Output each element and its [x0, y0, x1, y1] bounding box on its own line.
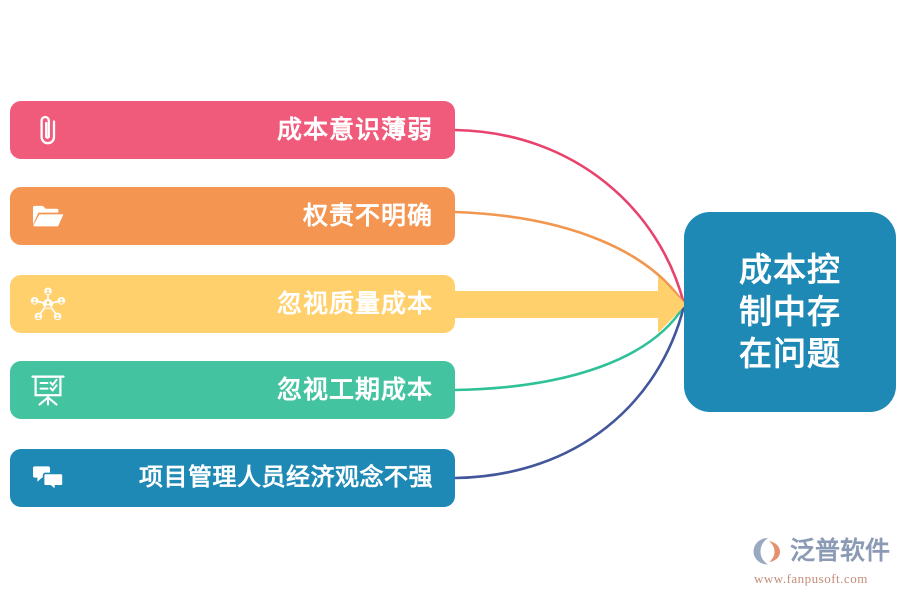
issue-bar-4[interactable]: 项目管理人员经济观念不强 [10, 449, 455, 507]
chat-bubbles-icon [33, 466, 64, 491]
connector-line-3 [453, 304, 686, 392]
issue-bar-label-3: 忽视工期成本 [276, 375, 433, 404]
network-nodes-icon [30, 287, 66, 321]
issue-bar-label-1: 权责不明确 [302, 201, 433, 230]
connector-line-1 [453, 210, 686, 306]
issue-bar-label-2: 忽视质量成本 [276, 289, 433, 318]
watermark-row: 泛普软件 [752, 536, 890, 566]
connector-line-4 [453, 304, 686, 480]
watermark: 泛普软件 www.fanpusoft.com [752, 536, 892, 592]
issue-bar-2[interactable]: 忽视质量成本 [10, 275, 455, 333]
connector-arrow-2 [452, 276, 686, 333]
watermark-url: www.fanpusoft.com [754, 571, 868, 586]
issue-bar-1[interactable]: 权责不明确 [10, 187, 455, 245]
issue-bar-label-4: 项目管理人员经济观念不强 [139, 464, 433, 491]
connector-line-0 [453, 128, 686, 306]
issue-bar-0[interactable]: 成本意识薄弱 [10, 101, 455, 159]
result-node[interactable]: 成本控 制中存 在问题 [684, 212, 896, 412]
presentation-board-icon [31, 375, 65, 406]
watermark-brand: 泛普软件 [790, 536, 891, 565]
fanpu-logo-icon [753, 538, 780, 565]
folder-open-icon [33, 205, 64, 227]
paperclip-icon [40, 115, 56, 145]
result-node-text: 成本控 制中存 在问题 [739, 250, 841, 373]
issue-bar-label-0: 成本意识薄弱 [276, 115, 433, 144]
issue-bar-3[interactable]: 忽视工期成本 [10, 361, 455, 419]
